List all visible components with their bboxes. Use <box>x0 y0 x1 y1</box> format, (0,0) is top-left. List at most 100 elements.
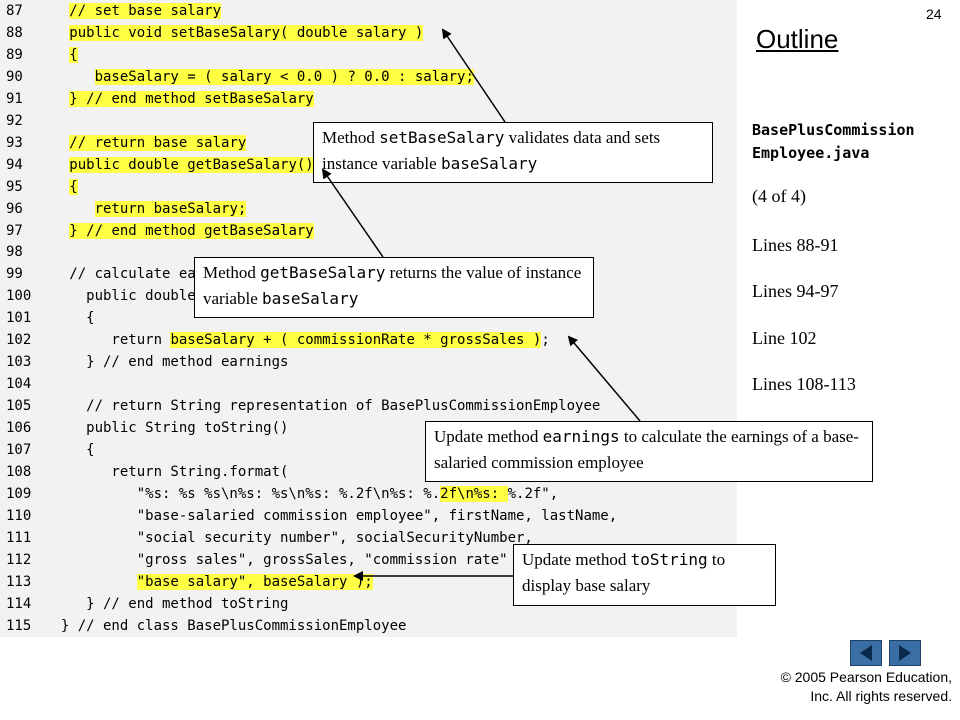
previous-slide-button[interactable] <box>850 640 882 666</box>
line-number: 96 <box>6 200 23 217</box>
code-text: "%s: %s %s\n%s: %s\n%s: %.2f\n%s: %.2f\n… <box>44 485 559 502</box>
code-line: 112 "gross sales", grossSales, "commissi… <box>0 549 737 571</box>
code-line: 100 public double <box>0 285 737 307</box>
line-number: 102 <box>6 332 32 349</box>
triangle-right-icon <box>899 645 911 661</box>
code-line: 98 <box>0 241 737 263</box>
code-text: return baseSalary; <box>94 200 247 217</box>
line-number: 105 <box>6 398 32 415</box>
code-line: 104 <box>0 373 737 395</box>
line-number: 115 <box>6 617 32 634</box>
code-text: public String toString() <box>44 420 289 437</box>
line-number: 109 <box>6 485 32 502</box>
line-number: 98 <box>6 244 23 261</box>
code-line: 106 public String toString() <box>0 417 737 439</box>
line-number: 108 <box>6 463 32 480</box>
code-line: 97 } // end method getBaseSalary <box>0 220 737 242</box>
line-number: 99 <box>6 266 23 283</box>
line-number: 87 <box>6 3 23 19</box>
line-number: 89 <box>6 46 23 63</box>
code-line: 89 { <box>0 44 737 66</box>
code-line: 109 "%s: %s %s\n%s: %s\n%s: %.2f\n%s: %.… <box>0 483 737 505</box>
line-number: 97 <box>6 222 23 239</box>
line-number: 111 <box>6 529 32 546</box>
next-slide-button[interactable] <box>889 640 921 666</box>
code-line: 111 "social security number", socialSecu… <box>0 527 737 549</box>
line-number: 106 <box>6 420 32 437</box>
line-number: 100 <box>6 288 32 305</box>
code-text: } // end class BasePlusCommissionEmploye… <box>44 617 407 634</box>
line-number: 92 <box>6 112 23 129</box>
code-line: 110 "base-salaried commission employee",… <box>0 505 737 527</box>
code-text: } // end method getBaseSalary <box>69 222 314 239</box>
code-text: "gross sales", grossSales, "commission r… <box>44 551 508 568</box>
code-text: } // end method toString <box>44 595 289 612</box>
code-text: "base-salaried commission employee", fir… <box>44 507 618 524</box>
code-line: 92 <box>0 110 737 132</box>
line-number: 94 <box>6 156 23 173</box>
code-text: { <box>69 46 78 63</box>
code-text: public double <box>44 288 196 305</box>
code-line: 96 return baseSalary; <box>0 198 737 220</box>
code-text: return baseSalary + ( commissionRate * g… <box>44 332 550 349</box>
file-name-line-1: BasePlusCommission <box>752 121 915 139</box>
page-number: 24 <box>926 6 942 22</box>
code-text: // set base salary <box>69 3 222 19</box>
line-number: 101 <box>6 310 32 327</box>
line-number: 114 <box>6 595 32 612</box>
code-line: 88 public void setBaseSalary( double sal… <box>0 22 737 44</box>
code-text: { <box>44 442 95 458</box>
line-number: 95 <box>6 178 23 195</box>
code-line: 107 { <box>0 439 737 461</box>
callout-set-base-salary: Method setBaseSalary validates data and … <box>313 122 713 183</box>
code-line: 95 { <box>0 176 737 198</box>
code-line: 101 { <box>0 307 737 329</box>
code-text: public double getBaseSalary() <box>69 156 314 173</box>
outline-item-line-102: Line 102 <box>752 328 817 348</box>
copyright-line-2: Inc. All rights reserved. <box>810 688 952 704</box>
copyright-notice: © 2005 Pearson Education, Inc. All right… <box>740 668 952 706</box>
code-text: "social security number", socialSecurity… <box>44 529 533 546</box>
code-text: { <box>44 310 95 327</box>
file-name-line-2: Employee.java <box>752 144 870 162</box>
code-line: 105 // return String representation of B… <box>0 395 737 417</box>
code-line: 99 // calculate ea <box>0 263 737 285</box>
code-line: 90 baseSalary = ( salary < 0.0 ) ? 0.0 :… <box>0 66 737 88</box>
code-text: public void setBaseSalary( double salary… <box>69 24 424 41</box>
line-number: 91 <box>6 90 23 107</box>
code-line: 102 return baseSalary + ( commissionRate… <box>0 329 737 351</box>
callout-to-string: Update method toString to display base s… <box>513 544 776 606</box>
code-text: // return base salary <box>69 134 247 151</box>
outline-title: Outline <box>756 24 839 54</box>
file-name: BasePlusCommission Employee.java <box>752 119 915 165</box>
code-text: } // end method setBaseSalary <box>69 90 314 107</box>
code-line: 93 // return base salary <box>0 132 737 154</box>
code-text: return String.format( <box>44 463 289 480</box>
line-number: 93 <box>6 134 23 151</box>
outline-item-lines-88-91: Lines 88-91 <box>752 235 839 255</box>
outline-item-lines-94-97: Lines 94-97 <box>752 281 839 301</box>
code-line: 91 } // end method setBaseSalary <box>0 88 737 110</box>
code-text: { <box>69 178 78 195</box>
code-line: 114 } // end method toString <box>0 593 737 615</box>
callout-get-base-salary: Method getBaseSalary returns the value o… <box>194 257 594 318</box>
code-line: 115 } // end class BasePlusCommissionEmp… <box>0 615 737 637</box>
line-number: 113 <box>6 573 32 590</box>
code-line: 103 } // end method earnings <box>0 351 737 373</box>
line-number: 103 <box>6 354 32 371</box>
triangle-left-icon <box>860 645 872 661</box>
line-number: 110 <box>6 507 32 524</box>
code-text: // return String representation of BaseP… <box>44 398 601 415</box>
line-number: 107 <box>6 442 32 458</box>
code-line: 108 return String.format( <box>0 461 737 483</box>
line-number: 90 <box>6 68 23 85</box>
code-text: } // end method earnings <box>44 354 289 371</box>
code-text: "base salary", baseSalary ); <box>136 573 373 590</box>
code-text: // calculate ea <box>44 266 196 283</box>
line-number: 104 <box>6 376 32 393</box>
copyright-line-1: © 2005 Pearson Education, <box>780 669 952 685</box>
callout-earnings: Update method earnings to calculate the … <box>425 421 873 482</box>
line-number: 112 <box>6 551 32 568</box>
code-line: 94 public double getBaseSalary() <box>0 154 737 176</box>
line-number: 88 <box>6 24 23 41</box>
